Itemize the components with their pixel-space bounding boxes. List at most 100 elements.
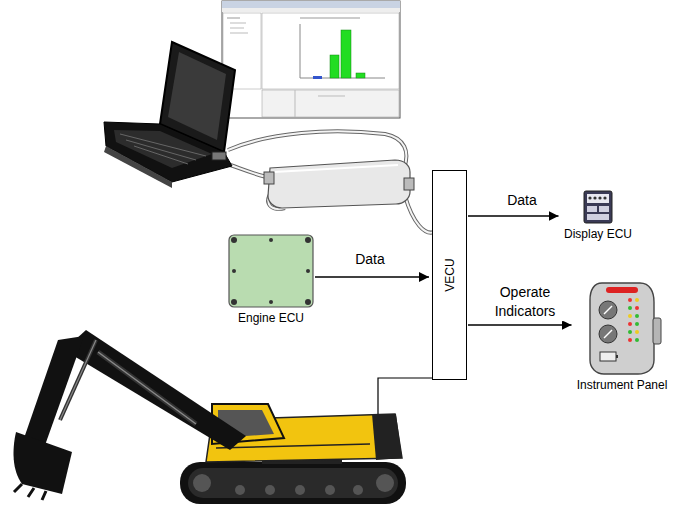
- laptop-part: [104, 122, 232, 182]
- software-screenshot-part: [313, 76, 322, 79]
- excavator: [14, 330, 406, 504]
- excavator-part: [98, 352, 196, 424]
- display-unit-icon-part: [593, 196, 596, 199]
- excavator-part: [14, 484, 46, 500]
- data-arrow: [468, 215, 559, 216]
- instrument-panel-icon: [590, 283, 661, 374]
- control-unit-box: VECU: [432, 170, 467, 380]
- display-unit-icon-part: [598, 196, 601, 199]
- instrument-panel-node: Instrument Panel: [575, 281, 670, 392]
- instrument-panel-icon-part: [635, 314, 639, 318]
- display-unit-icon-part: [587, 194, 609, 203]
- software-screenshot-part: [300, 24, 301, 78]
- data-arrow: [468, 324, 572, 325]
- instrument-panel-icon-part: [604, 330, 612, 338]
- display-unit-icon-part: [587, 206, 597, 212]
- display-unit-icon-part: [588, 196, 591, 199]
- communication-adapter-part: [268, 160, 410, 208]
- instrument-panel-icon-part: [628, 306, 632, 310]
- excavator-part: [216, 444, 370, 448]
- instrument-panel-icon-part: [616, 355, 618, 358]
- edge-label: Data: [353, 250, 387, 269]
- circuit-board-part: [229, 235, 313, 307]
- display-unit-icon-part: [603, 196, 606, 199]
- machine-wire: [378, 378, 433, 414]
- display-unit-icon-part: [587, 214, 609, 220]
- software-screenshot-part: [222, 1, 400, 8]
- excavator-part: [265, 485, 275, 495]
- laptop-part: [104, 146, 172, 188]
- software-screenshot-part: [356, 73, 365, 78]
- instrument-panel-icon-part: [635, 338, 639, 342]
- communication-adapter: [264, 160, 414, 208]
- software-screenshot-part: [318, 96, 345, 97]
- software-screenshot: [222, 1, 400, 118]
- diagnostic-cable: [222, 131, 452, 232]
- software-screenshot-part: [222, 8, 400, 12]
- node-label: Instrument Panel: [575, 378, 670, 392]
- instrument-panel-icon-part: [599, 325, 617, 343]
- instrument-panel-icon-part: [599, 301, 617, 319]
- instrument-panel-icon-part: [590, 283, 654, 374]
- software-screenshot-part: [330, 55, 339, 78]
- engine-ecu-node: Engine ECU: [228, 234, 314, 325]
- display-unit-icon-part: [584, 191, 612, 223]
- display-unit-icon: [584, 191, 612, 223]
- excavator-part: [60, 340, 96, 420]
- laptop-part: [168, 52, 226, 140]
- software-screenshot-part: [262, 90, 399, 117]
- communication-adapter-part: [274, 165, 398, 172]
- excavator-part: [235, 485, 245, 495]
- software-screenshot-part: [300, 18, 360, 19]
- excavator-part: [193, 474, 211, 492]
- excavator-part: [376, 474, 394, 492]
- instrument-panel-icon-part: [628, 338, 632, 342]
- software-screenshot-part: [262, 13, 399, 89]
- instrument-panel-icon-part: [653, 318, 661, 344]
- laptop-part: [120, 134, 206, 164]
- excavator-part: [325, 485, 335, 495]
- circuit-board-part: [269, 238, 273, 242]
- circuit-board-part: [269, 300, 273, 304]
- instrument-panel-icon-part: [606, 287, 638, 293]
- excavator-part: [295, 485, 305, 495]
- excavator-part: [353, 485, 363, 495]
- node-label: Display ECU: [562, 227, 635, 241]
- instrument-panel-icon-part: [604, 306, 612, 314]
- excavator-part: [180, 462, 406, 504]
- laptop: [104, 42, 235, 188]
- circuit-board-part: [232, 269, 236, 273]
- instrument-panel-icon-part: [635, 298, 639, 302]
- instrument-panel-icon-part: [628, 330, 632, 334]
- edge-label: Operate Indicators: [481, 283, 569, 321]
- software-screenshot-part: [230, 23, 246, 24]
- instrument-panel-icon-part: [628, 314, 632, 318]
- software-screenshot-part: [341, 30, 351, 78]
- instrument-panel-icon-part: [635, 306, 639, 310]
- circuit-board-part: [231, 237, 237, 243]
- software-screenshot-part: [227, 18, 240, 19]
- data-arrow: [315, 276, 429, 277]
- instrument-panel-icon-part: [635, 330, 639, 334]
- instrument-panel-icon-part: [600, 352, 616, 361]
- circuit-board: [229, 235, 313, 307]
- software-screenshot-part: [222, 1, 400, 118]
- excavator-part: [98, 352, 196, 424]
- edge-label: Data: [505, 191, 539, 210]
- software-screenshot-part: [295, 90, 296, 117]
- communication-adapter-part: [264, 172, 274, 184]
- circuit-board-part: [305, 299, 311, 305]
- node-label: Engine ECU: [228, 311, 314, 325]
- circuit-board-part: [231, 299, 237, 305]
- circuit-board-part: [305, 237, 311, 243]
- software-screenshot-part: [230, 28, 244, 29]
- excavator-part: [60, 340, 96, 420]
- communication-adapter-part: [404, 178, 414, 190]
- excavator-part: [372, 414, 402, 460]
- instrument-panel-icon-part: [628, 298, 632, 302]
- excavator-part: [188, 468, 398, 498]
- instrument-panel-icon-part: [635, 322, 639, 326]
